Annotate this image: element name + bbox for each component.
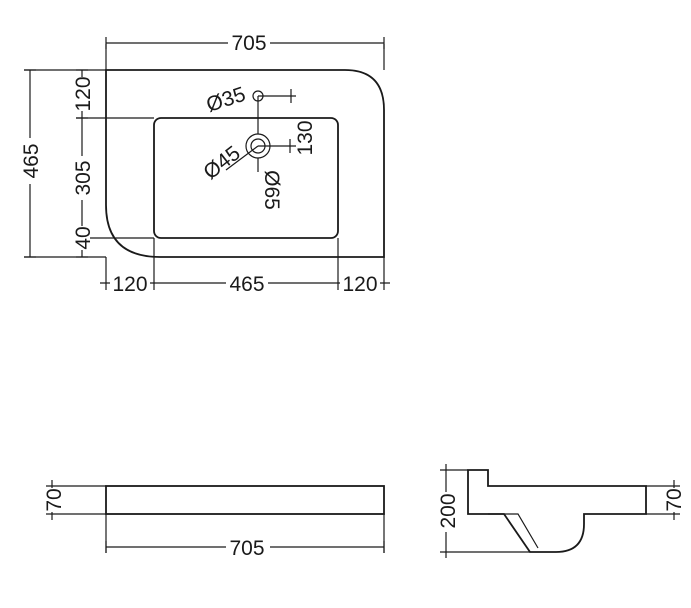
dim-side-total-height: 200 <box>437 493 460 528</box>
side-view-body <box>467 469 647 553</box>
side-view-inner-contour <box>488 513 539 549</box>
dim-bowl-width: 465 <box>229 273 264 296</box>
front-view-body <box>105 485 385 515</box>
dim-depth-bowl: 305 <box>72 160 95 195</box>
drain-inner-leader <box>225 145 259 171</box>
dim-front-height: 70 <box>43 488 66 511</box>
dim-depth-total: 465 <box>20 143 43 178</box>
label-drain-outer: Ø65 <box>260 170 283 210</box>
dim-side-rim-height: 70 <box>663 488 686 511</box>
dim-margin-right: 120 <box>342 273 377 296</box>
dim-front-width: 705 <box>229 537 264 560</box>
dim-depth-front: 120 <box>72 76 95 111</box>
dim-margin-left: 120 <box>112 273 147 296</box>
dim-depth-back: 40 <box>72 226 95 249</box>
basin-bowl <box>153 117 339 239</box>
dim-width-total: 705 <box>231 32 266 55</box>
label-drain-offset: 130 <box>294 120 317 155</box>
